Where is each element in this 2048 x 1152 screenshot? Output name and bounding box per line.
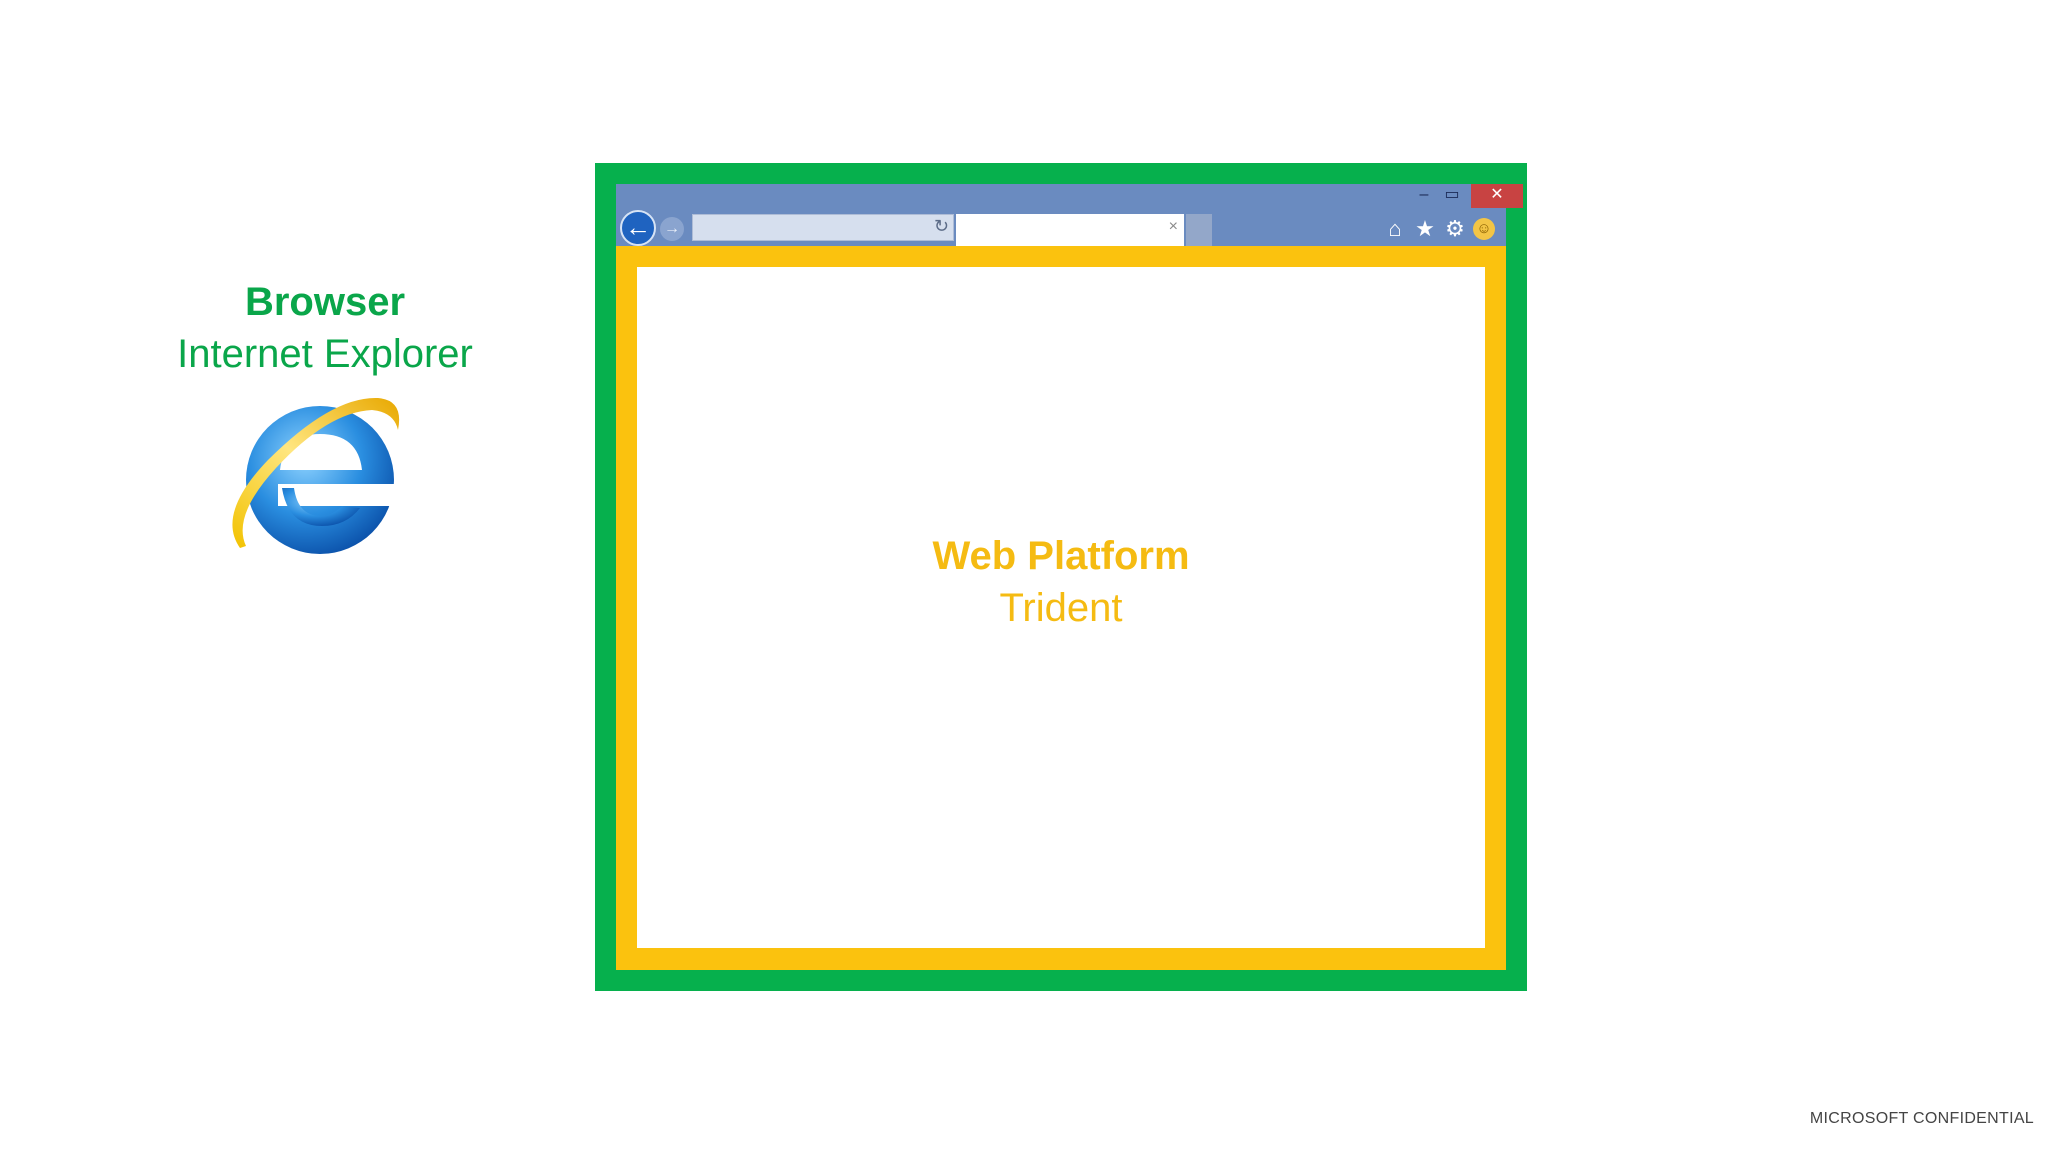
platform-title: Web Platform (932, 534, 1190, 578)
home-icon[interactable]: ⌂ (1388, 216, 1402, 241)
refresh-icon[interactable]: ↻ (933, 216, 949, 236)
feedback-smiley-icon[interactable]: ☺ (1473, 218, 1495, 240)
forward-button[interactable]: → (660, 217, 684, 241)
content-area: Web Platform Trident (637, 267, 1485, 948)
browser-frame: – ▭ ✕ ← → ↻ × ⌂ ★ ⚙ ☺ Web Platform Tride… (595, 163, 1527, 991)
close-button[interactable]: ✕ (1471, 184, 1523, 208)
tab-close-icon[interactable]: × (1168, 218, 1178, 235)
web-platform-frame: Web Platform Trident (616, 246, 1506, 970)
back-button[interactable]: ← (620, 210, 656, 246)
address-bar[interactable]: ↻ (692, 214, 954, 241)
new-tab-button[interactable] (1186, 214, 1212, 246)
browser-subtitle: Internet Explorer (177, 332, 473, 376)
browser-chrome-toolbar: – ▭ ✕ ← → ↻ × ⌂ ★ ⚙ ☺ (616, 184, 1523, 246)
platform-label-block: Web Platform Trident (637, 530, 1485, 634)
minimize-button[interactable]: – (1419, 186, 1429, 203)
confidential-footer: MICROSOFT CONFIDENTIAL (1809, 1110, 2034, 1127)
browser-title: Browser (244, 280, 406, 324)
browser-label-block: Browser Internet Explorer (160, 276, 490, 380)
favorites-star-icon[interactable]: ★ (1415, 216, 1435, 241)
internet-explorer-logo-icon (232, 397, 402, 554)
gear-icon[interactable]: ⚙ (1445, 216, 1465, 241)
platform-subtitle: Trident (999, 586, 1123, 630)
maximize-button[interactable]: ▭ (1444, 186, 1460, 203)
browser-tab[interactable]: × (956, 214, 1184, 246)
